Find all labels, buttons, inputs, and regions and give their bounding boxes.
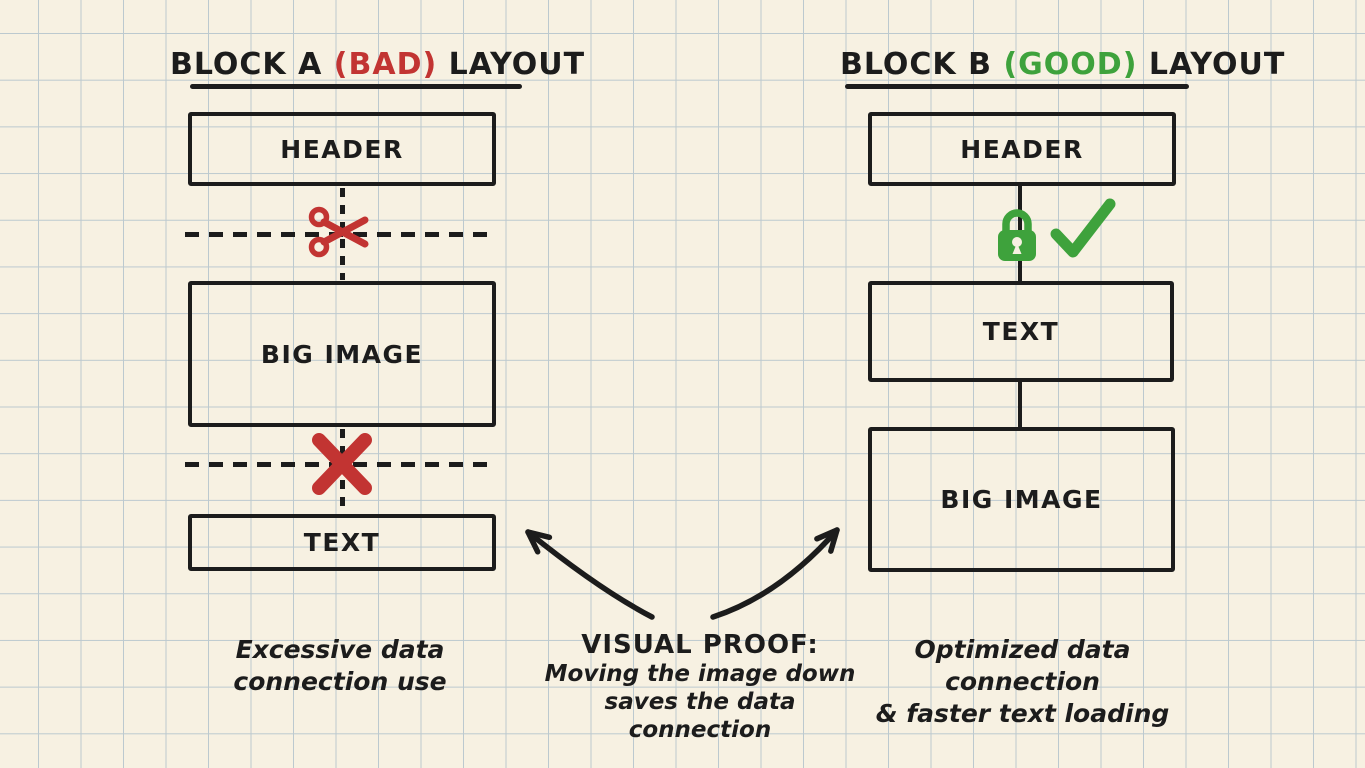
left-title-bad-tag: (BAD)	[333, 47, 438, 82]
left-big-image-box: BIG IMAGE	[188, 281, 496, 427]
left-caption-line2: connection use	[233, 667, 447, 696]
right-panel-title: BLOCK B (GOOD) LAYOUT	[840, 47, 1284, 82]
left-title-underline	[190, 84, 522, 89]
right-caption-line1: Optimized data connection	[914, 635, 1131, 696]
right-caption-line2: & faster text loading	[875, 699, 1170, 728]
left-header-label: HEADER	[280, 134, 404, 164]
x-mark-icon	[312, 433, 372, 495]
scissors-icon	[308, 206, 369, 258]
center-note-line1: Moving the image down	[544, 661, 856, 687]
center-note-heading: VISUAL PROOF:	[581, 630, 819, 660]
right-connector-solid-2	[1018, 380, 1022, 429]
right-caption: Optimized data connection & faster text …	[835, 634, 1210, 730]
right-title-prefix: BLOCK B	[840, 47, 992, 82]
left-text-label: TEXT	[303, 528, 381, 557]
left-big-image-label: BIG IMAGE	[260, 339, 424, 369]
lock-icon	[998, 209, 1036, 261]
right-title-suffix: LAYOUT	[1148, 47, 1286, 82]
right-big-image-box: BIG IMAGE	[868, 427, 1175, 572]
right-text-box: TEXT	[868, 281, 1174, 382]
right-text-label: TEXT	[982, 317, 1060, 346]
right-big-image-label: BIG IMAGE	[940, 485, 1103, 514]
left-caption-line1: Excessive data	[235, 635, 445, 664]
check-icon	[1050, 198, 1116, 258]
right-title-good-tag: (GOOD)	[1003, 47, 1138, 82]
left-header-box: HEADER	[188, 112, 496, 186]
left-text-box: TEXT	[188, 514, 496, 571]
center-note: VISUAL PROOF: Moving the image down save…	[535, 630, 865, 744]
right-header-label: HEADER	[960, 134, 1084, 164]
left-panel-title: BLOCK A (BAD) LAYOUT	[170, 47, 584, 82]
right-header-box: HEADER	[868, 112, 1176, 186]
center-note-line2: saves the data connection	[604, 689, 796, 743]
left-caption: Excessive data connection use	[180, 634, 500, 698]
left-title-prefix: BLOCK A	[170, 47, 323, 82]
right-title-underline	[845, 84, 1189, 89]
left-title-suffix: LAYOUT	[448, 47, 586, 82]
curved-arrows-icon	[525, 527, 840, 620]
